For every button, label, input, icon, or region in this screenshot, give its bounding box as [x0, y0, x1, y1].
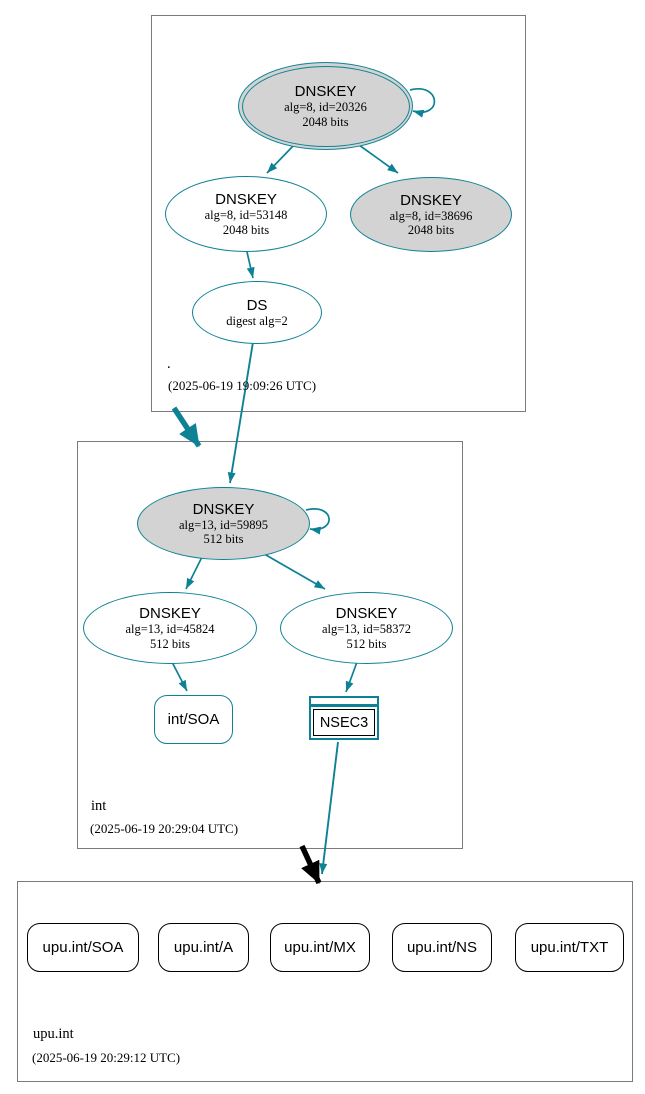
node-title: DNSKEY	[192, 500, 255, 518]
node-int-zsk2-dnskey[interactable]: DNSKEY alg=13, id=58372 512 bits	[280, 592, 453, 664]
node-root-ksk-dnskey[interactable]: DNSKEY alg=8, id=20326 2048 bits	[238, 62, 413, 150]
zone-label-int: int	[91, 798, 107, 814]
node-detail: alg=13, id=58372	[321, 622, 412, 637]
node-root-ds[interactable]: DS digest alg=2	[192, 281, 322, 344]
edge-root-ksk-self-loop	[409, 88, 436, 118]
rrset-label: upu.int/A	[173, 939, 234, 956]
edge-int-ksk-to-zsk1	[185, 554, 204, 590]
rrset-label: upu.int/SOA	[42, 939, 124, 956]
node-detail: 512 bits	[346, 636, 387, 651]
zone-timestamp-upu-int: (2025-06-19 20:29:12 UTC)	[32, 1050, 181, 1065]
edge-root-zsk-to-ds	[246, 251, 255, 279]
rrset-label: upu.int/NS	[406, 939, 478, 956]
node-title: DNSKEY	[335, 605, 398, 622]
node-title: DNSKEY	[294, 83, 357, 100]
node-root-standby-dnskey[interactable]: DNSKEY alg=8, id=38696 2048 bits	[350, 177, 512, 252]
zone-timestamp-root: (2025-06-19 19:09:26 UTC)	[168, 378, 317, 393]
rrset-label: upu.int/MX	[284, 939, 356, 956]
edge-int-zsk1-to-soa	[171, 661, 188, 692]
edge-root-ksk-to-standby	[358, 144, 399, 174]
node-upu-int-txt-rrset[interactable]: upu.int/TXT	[515, 923, 624, 972]
nsec3-label: NSEC3	[319, 714, 369, 731]
edge-root-ksk-to-zsk	[266, 143, 296, 174]
node-upu-int-a-rrset[interactable]: upu.int/A	[158, 923, 249, 972]
edge-int-ksk-to-zsk2	[258, 550, 326, 590]
node-detail: 512 bits	[150, 636, 190, 651]
nsec3-divider	[311, 704, 377, 707]
node-detail: 2048 bits	[407, 223, 455, 238]
zone-label-root: .	[167, 356, 171, 372]
nsec3-cell: NSEC3	[313, 709, 375, 736]
node-int-ksk-dnskey[interactable]: DNSKEY alg=13, id=59895 512 bits	[137, 487, 310, 560]
node-upu-int-ns-rrset[interactable]: upu.int/NS	[392, 923, 492, 972]
node-detail: 2048 bits	[302, 114, 349, 129]
node-detail: alg=8, id=53148	[204, 208, 288, 223]
zone-box-upu-int	[17, 881, 633, 1082]
node-upu-int-soa-rrset[interactable]: upu.int/SOA	[27, 923, 139, 972]
edge-secure-delegation-root-to-int	[171, 406, 202, 448]
node-root-zsk-dnskey[interactable]: DNSKEY alg=8, id=53148 2048 bits	[165, 176, 327, 252]
node-upu-int-mx-rrset[interactable]: upu.int/MX	[270, 923, 370, 972]
node-detail: alg=13, id=45824	[125, 622, 215, 637]
node-int-nsec3[interactable]: NSEC3	[309, 696, 379, 740]
node-detail: digest alg=2	[226, 313, 288, 328]
edge-int-ksk-self-loop	[305, 508, 330, 535]
edge-nsec3-to-upu-int	[319, 741, 339, 875]
zone-timestamp-int: (2025-06-19 20:29:04 UTC)	[90, 821, 239, 836]
node-title: DNSKEY	[400, 191, 462, 209]
node-detail: alg=8, id=38696	[389, 208, 473, 223]
node-title: DS	[246, 296, 268, 314]
node-detail: alg=8, id=20326	[284, 100, 367, 115]
node-detail: 512 bits	[203, 532, 244, 547]
edge-int-zsk2-to-nsec3	[345, 661, 358, 693]
node-title: DNSKEY	[139, 605, 201, 622]
node-int-zsk1-dnskey[interactable]: DNSKEY alg=13, id=45824 512 bits	[83, 592, 257, 664]
node-int-soa-rrset[interactable]: int/SOA	[154, 695, 233, 744]
edge-root-ds-to-int-ksk	[227, 341, 254, 484]
rrset-label: int/SOA	[167, 711, 220, 728]
edge-insecure-delegation-int-to-upu-int	[299, 844, 322, 885]
zone-label-upu-int: upu.int	[33, 1026, 74, 1042]
node-detail: alg=13, id=59895	[178, 517, 269, 532]
rrset-label: upu.int/TXT	[530, 939, 609, 956]
node-detail: 2048 bits	[222, 222, 270, 237]
node-title: DNSKEY	[215, 191, 277, 208]
